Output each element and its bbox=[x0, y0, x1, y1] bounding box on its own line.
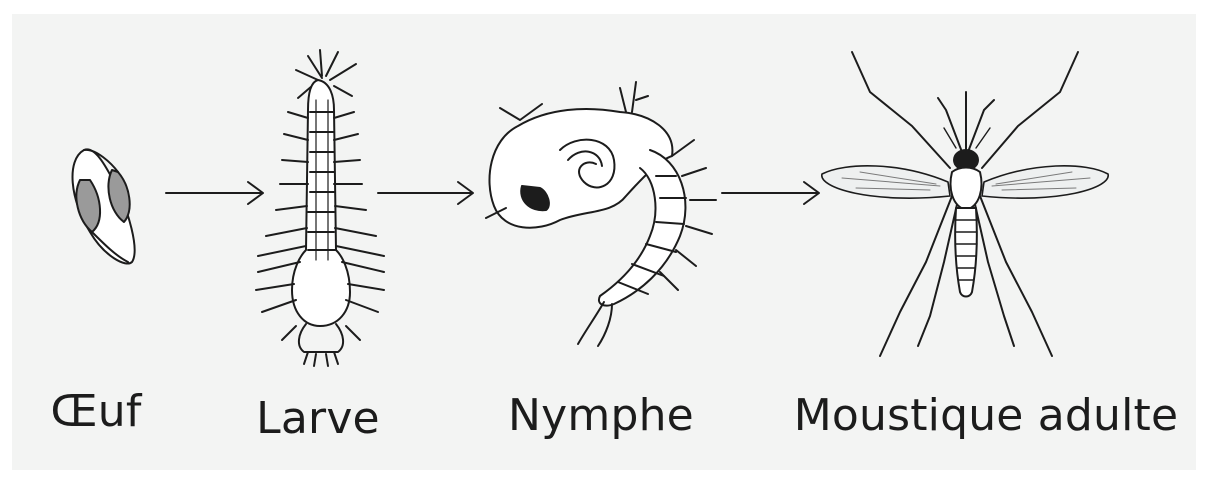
egg-illustration bbox=[73, 149, 135, 263]
pupa-illustration bbox=[486, 82, 716, 346]
adult-mosquito-illustration bbox=[822, 52, 1108, 356]
pupa-label: Nymphe bbox=[508, 390, 694, 441]
adult-label: Moustique adulte bbox=[794, 390, 1179, 441]
arrow-egg-to-larva bbox=[166, 182, 263, 204]
larva-illustration bbox=[256, 50, 384, 366]
egg-label: Œuf bbox=[50, 386, 141, 437]
arrow-pupa-to-adult bbox=[722, 182, 819, 204]
larva-label: Larve bbox=[256, 393, 380, 444]
arrow-larva-to-pupa bbox=[378, 182, 473, 204]
